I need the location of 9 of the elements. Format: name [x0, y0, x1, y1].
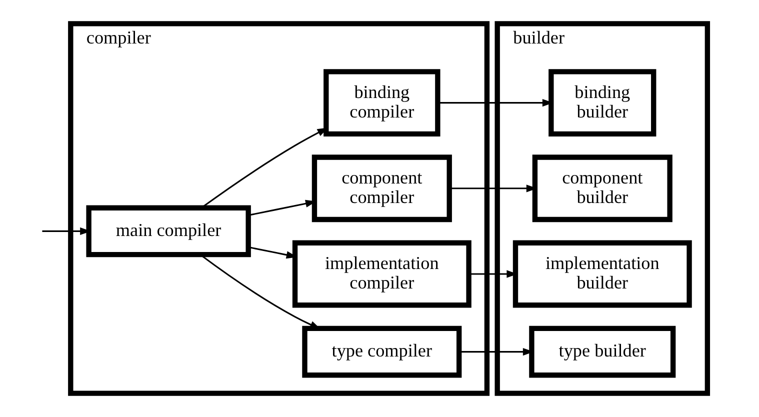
node-box: component compiler [312, 154, 452, 222]
node-box: binding compiler [324, 69, 440, 137]
node-box: type compiler [302, 326, 462, 378]
node-box: main compiler [86, 205, 251, 258]
node-box: component builder [532, 154, 672, 222]
node-box: implementation compiler [292, 240, 472, 308]
node-box: type builder [529, 326, 676, 378]
node-box: binding builder [548, 69, 656, 137]
node-box: implementation builder [512, 240, 692, 308]
